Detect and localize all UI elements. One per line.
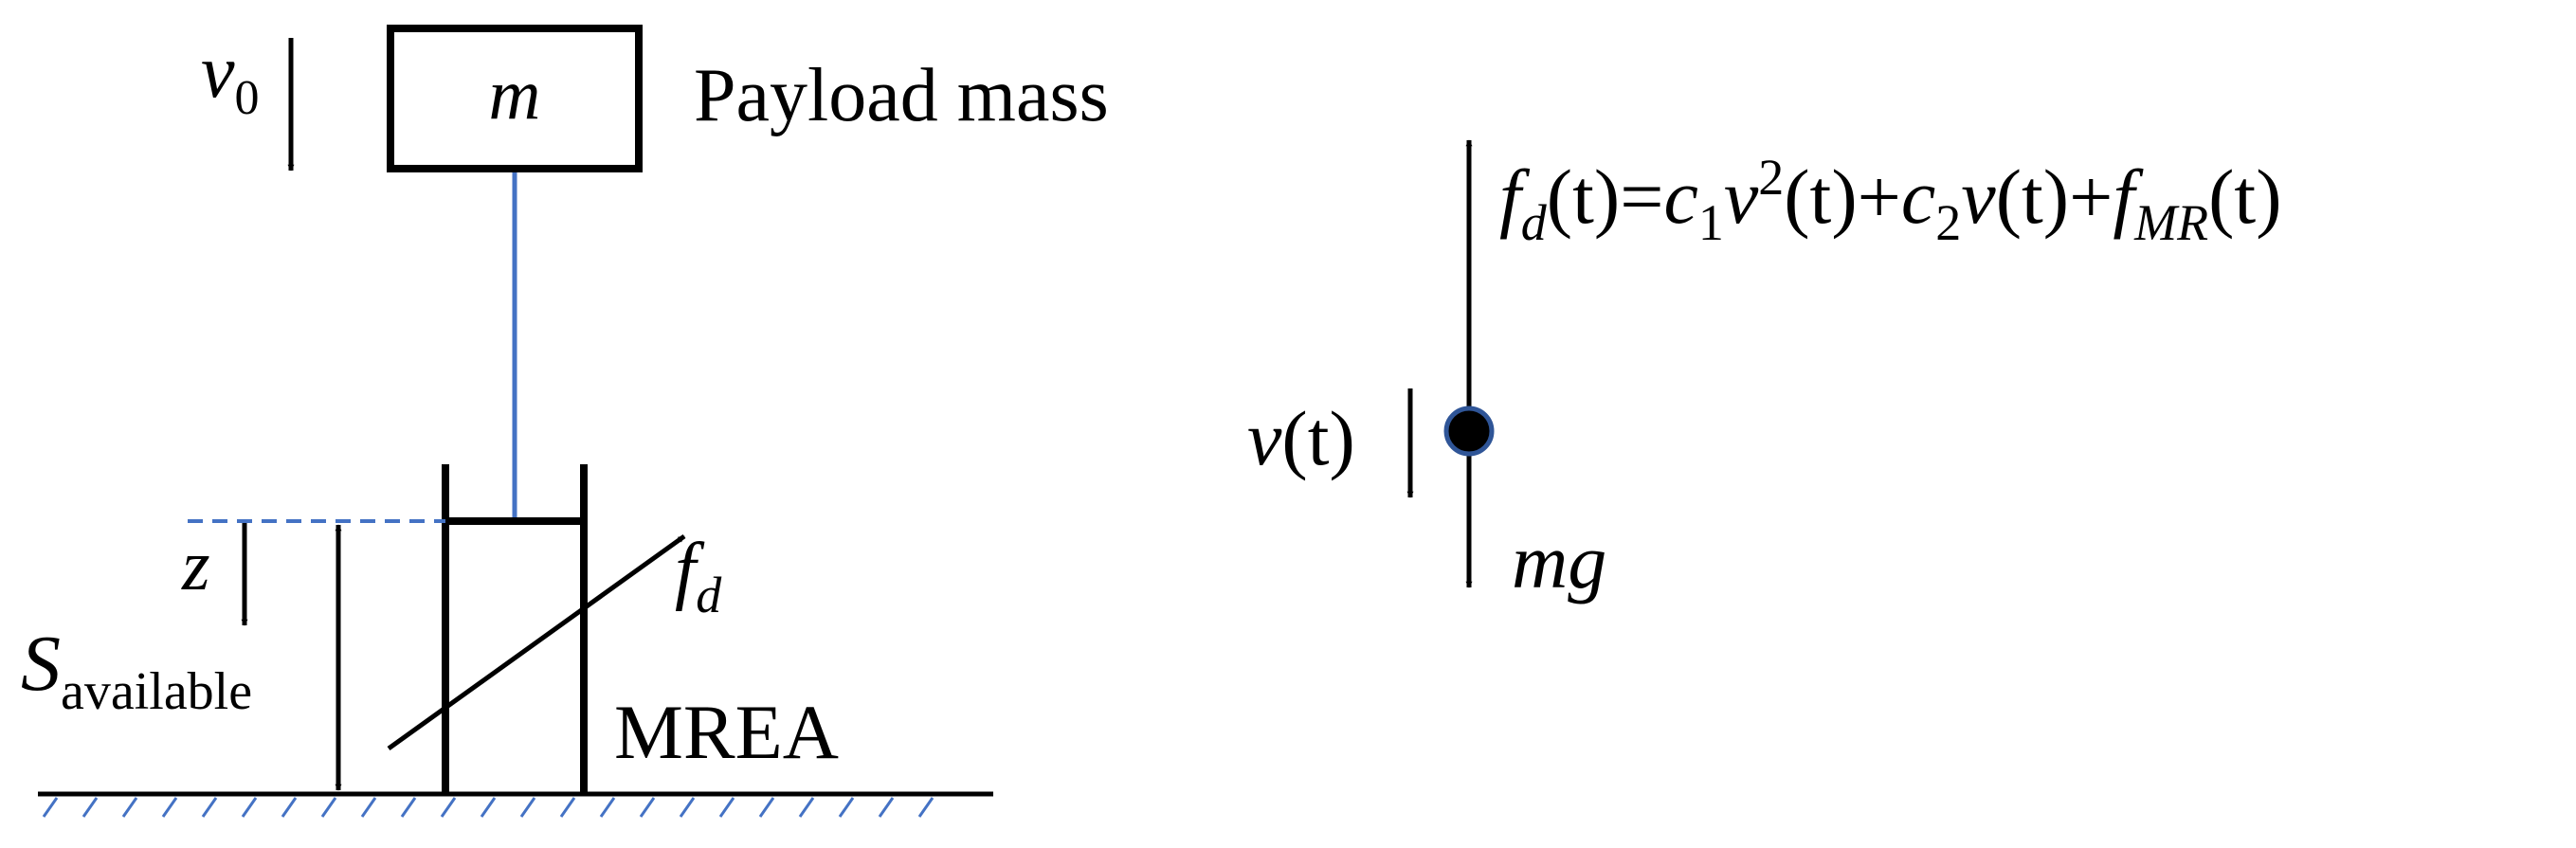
mass-label: m [489, 55, 541, 135]
fd-variable-arrow [387, 533, 686, 751]
mass-point [1443, 406, 1495, 457]
velocity-label: v(t) [1247, 395, 1355, 481]
z-label: z [181, 526, 210, 605]
payload-mass-label: Payload mass [694, 54, 1109, 137]
fd-label: fd [675, 529, 722, 623]
v0-label: v0 [201, 30, 260, 125]
mg-label: mg [1512, 518, 1606, 604]
mrea-label: MREA [614, 689, 839, 775]
damping-force-equation: fd(t)=c1v2(t)+c2v(t)+fMR(t) [1499, 149, 2282, 251]
ground-hatching [42, 797, 934, 818]
payload-mass-box [387, 25, 643, 172]
s-available-label: Savailable [21, 620, 252, 721]
